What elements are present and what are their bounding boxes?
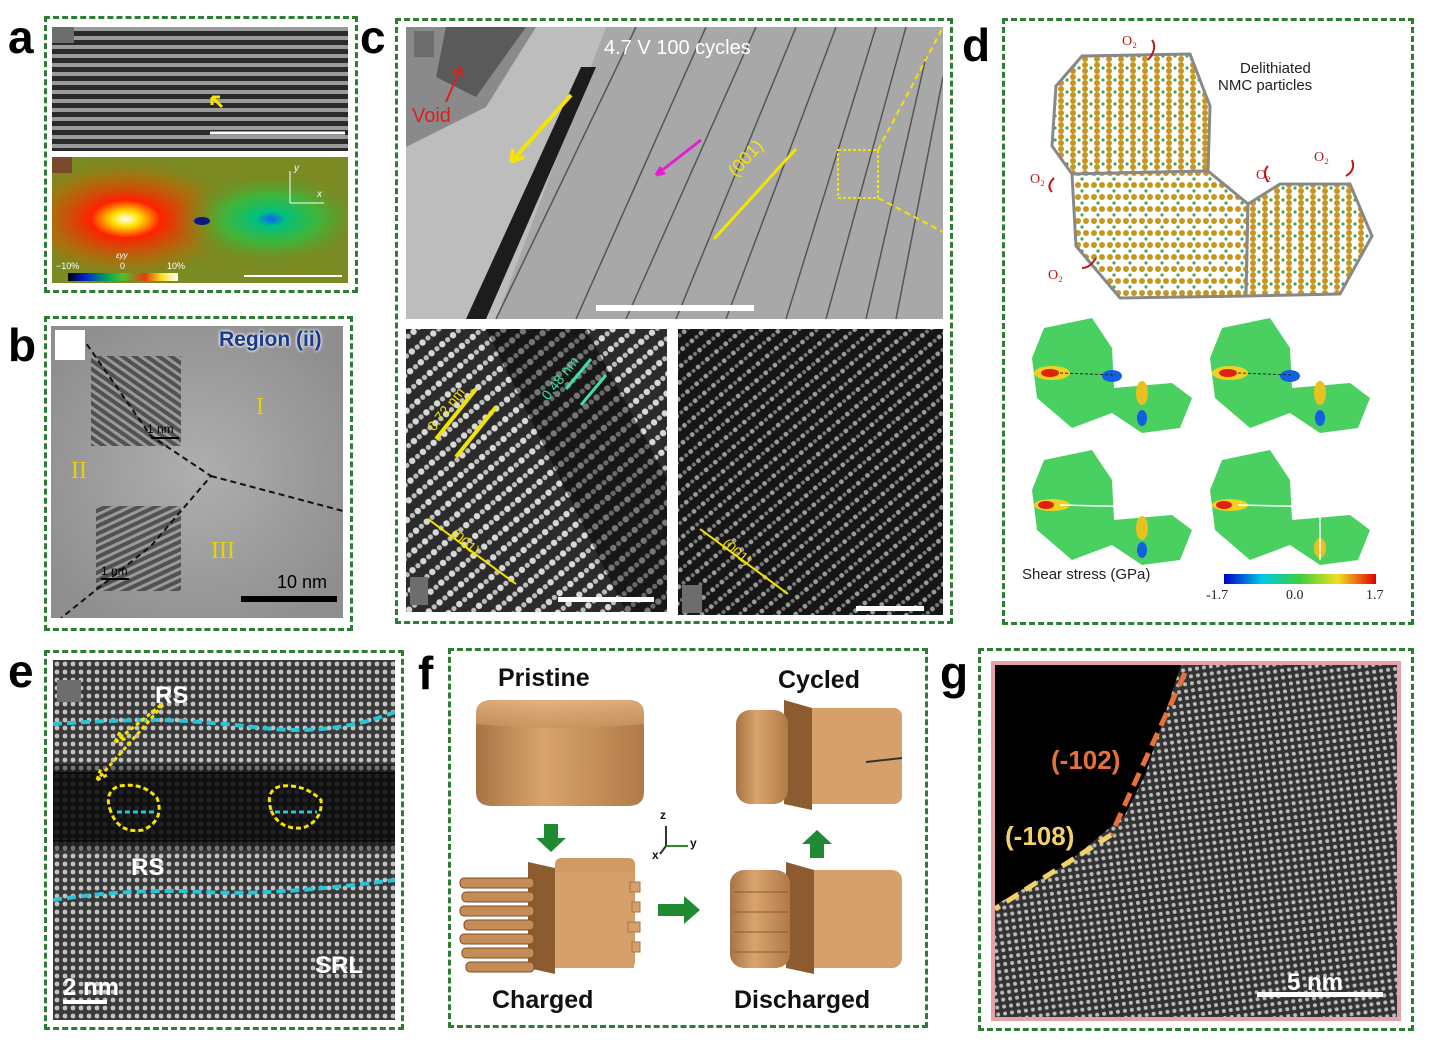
panel-a-cb-mid: 0 — [120, 261, 126, 271]
panel-f-schematic: Pristine Cycled Charged Discharged z y x — [452, 652, 924, 1024]
panel-f-cycled-label: Cycled — [778, 666, 860, 694]
panel-d-o2-top: O₂ — [1122, 34, 1137, 49]
panel-a-colorbar-title: εyy — [116, 251, 128, 260]
panel-g-plane-108: (-108) — [1005, 821, 1075, 851]
panel-g-scale: 5 nm — [1287, 969, 1344, 996]
panel-label-d: d — [962, 19, 991, 71]
panel-c-title: 4.7 V 100 cycles — [604, 37, 751, 59]
panel-e-srl: SRL — [315, 952, 363, 979]
panel-f-charged-label: Charged — [492, 986, 594, 1014]
panel-d-cb-mid: 0.0 — [1286, 588, 1304, 603]
panel-f-axis-z: z — [660, 808, 666, 822]
panel-d-shear-label: Shear stress (GPa) — [1022, 566, 1151, 583]
panel-d-cb-max: 1.7 — [1366, 588, 1384, 603]
panel-a-axis-x: x — [317, 189, 322, 200]
panel-d-o2-right: O₂ — [1314, 150, 1329, 165]
panel-b-grain-III: III — [211, 538, 235, 564]
panel-e-scale: 2 nm — [63, 974, 120, 1001]
panel-label-g: g — [940, 647, 969, 699]
panel-label-a: a — [8, 11, 34, 63]
panel-f-frame — [448, 648, 928, 1028]
panel-d-cb-min: -1.7 — [1206, 588, 1229, 603]
panel-d-frame — [1002, 18, 1414, 625]
panel-e-rs-bottom: RS — [131, 854, 165, 881]
panel-b-hrtem-image: Region (ii) I II III 1 nm 1 nm 10 nm — [51, 326, 343, 618]
panel-d-title-line2: NMC particles — [1218, 77, 1313, 94]
panel-d-o2-mid: O₂ — [1256, 168, 1271, 183]
panel-a-strain-map: y x εyy −10% 0 10% — [52, 157, 348, 283]
panel-b-scale2: 1 nm — [101, 564, 128, 578]
panel-g-frame — [978, 648, 1414, 1031]
panel-c-hrstem-right: (001) — [678, 329, 943, 615]
panel-b-grain-I: I — [256, 394, 264, 420]
panel-d-o2-bottom: O₂ — [1048, 268, 1063, 283]
panel-c-tem-overview: 4.7 V 100 cycles Void (001) — [406, 27, 943, 319]
panel-g-plane-102: (-102) — [1051, 745, 1121, 775]
panel-f-axis-x: x — [652, 848, 659, 862]
panel-d-stress-maps: Shear stress (GPa) -1.7 0.0 1.7 — [1010, 316, 1406, 616]
panel-b-scale1: 1 nm — [147, 422, 174, 436]
panel-a-axis-y: y — [294, 163, 299, 174]
panel-b-scale-main: 10 nm — [277, 572, 328, 592]
panel-label-e: e — [8, 645, 34, 697]
panel-a-cb-min: −10% — [56, 261, 80, 271]
panel-d-schematic: Delithiated NMC particles O₂ O₂ O₂ O₂ O₂ — [1010, 26, 1406, 316]
panel-b-region-label: Region (ii) — [219, 328, 322, 351]
panel-c-frame — [395, 18, 953, 624]
panel-f-pristine-label: Pristine — [498, 664, 590, 692]
panel-f-axis-y: y — [690, 836, 697, 850]
panel-label-b: b — [8, 319, 37, 371]
panel-c-void-label: Void — [412, 105, 451, 127]
panel-a-frame — [44, 16, 358, 293]
panel-b-frame — [44, 316, 353, 631]
panel-c-hrstem-left: 0.72 nm 0.48 nm (001) — [406, 329, 667, 612]
panel-label-f: f — [418, 647, 434, 699]
panel-b-grain-II: II — [71, 458, 87, 484]
panel-g-stem-image: (-102) (-108) 5 nm — [991, 661, 1401, 1021]
panel-d-o2-left: O₂ — [1030, 172, 1045, 187]
panel-e-stem-image: RS RS SRL 2 nm — [53, 660, 395, 1020]
panel-label-c: c — [360, 11, 386, 63]
panel-e-rs-top: RS — [155, 682, 189, 709]
panel-e-frame — [44, 650, 404, 1030]
panel-a-cb-max: 10% — [167, 261, 186, 271]
panel-f-discharged-label: Discharged — [734, 986, 871, 1014]
panel-d-title-line1: Delithiated — [1240, 60, 1311, 77]
panel-a-lattice-image — [52, 27, 348, 151]
